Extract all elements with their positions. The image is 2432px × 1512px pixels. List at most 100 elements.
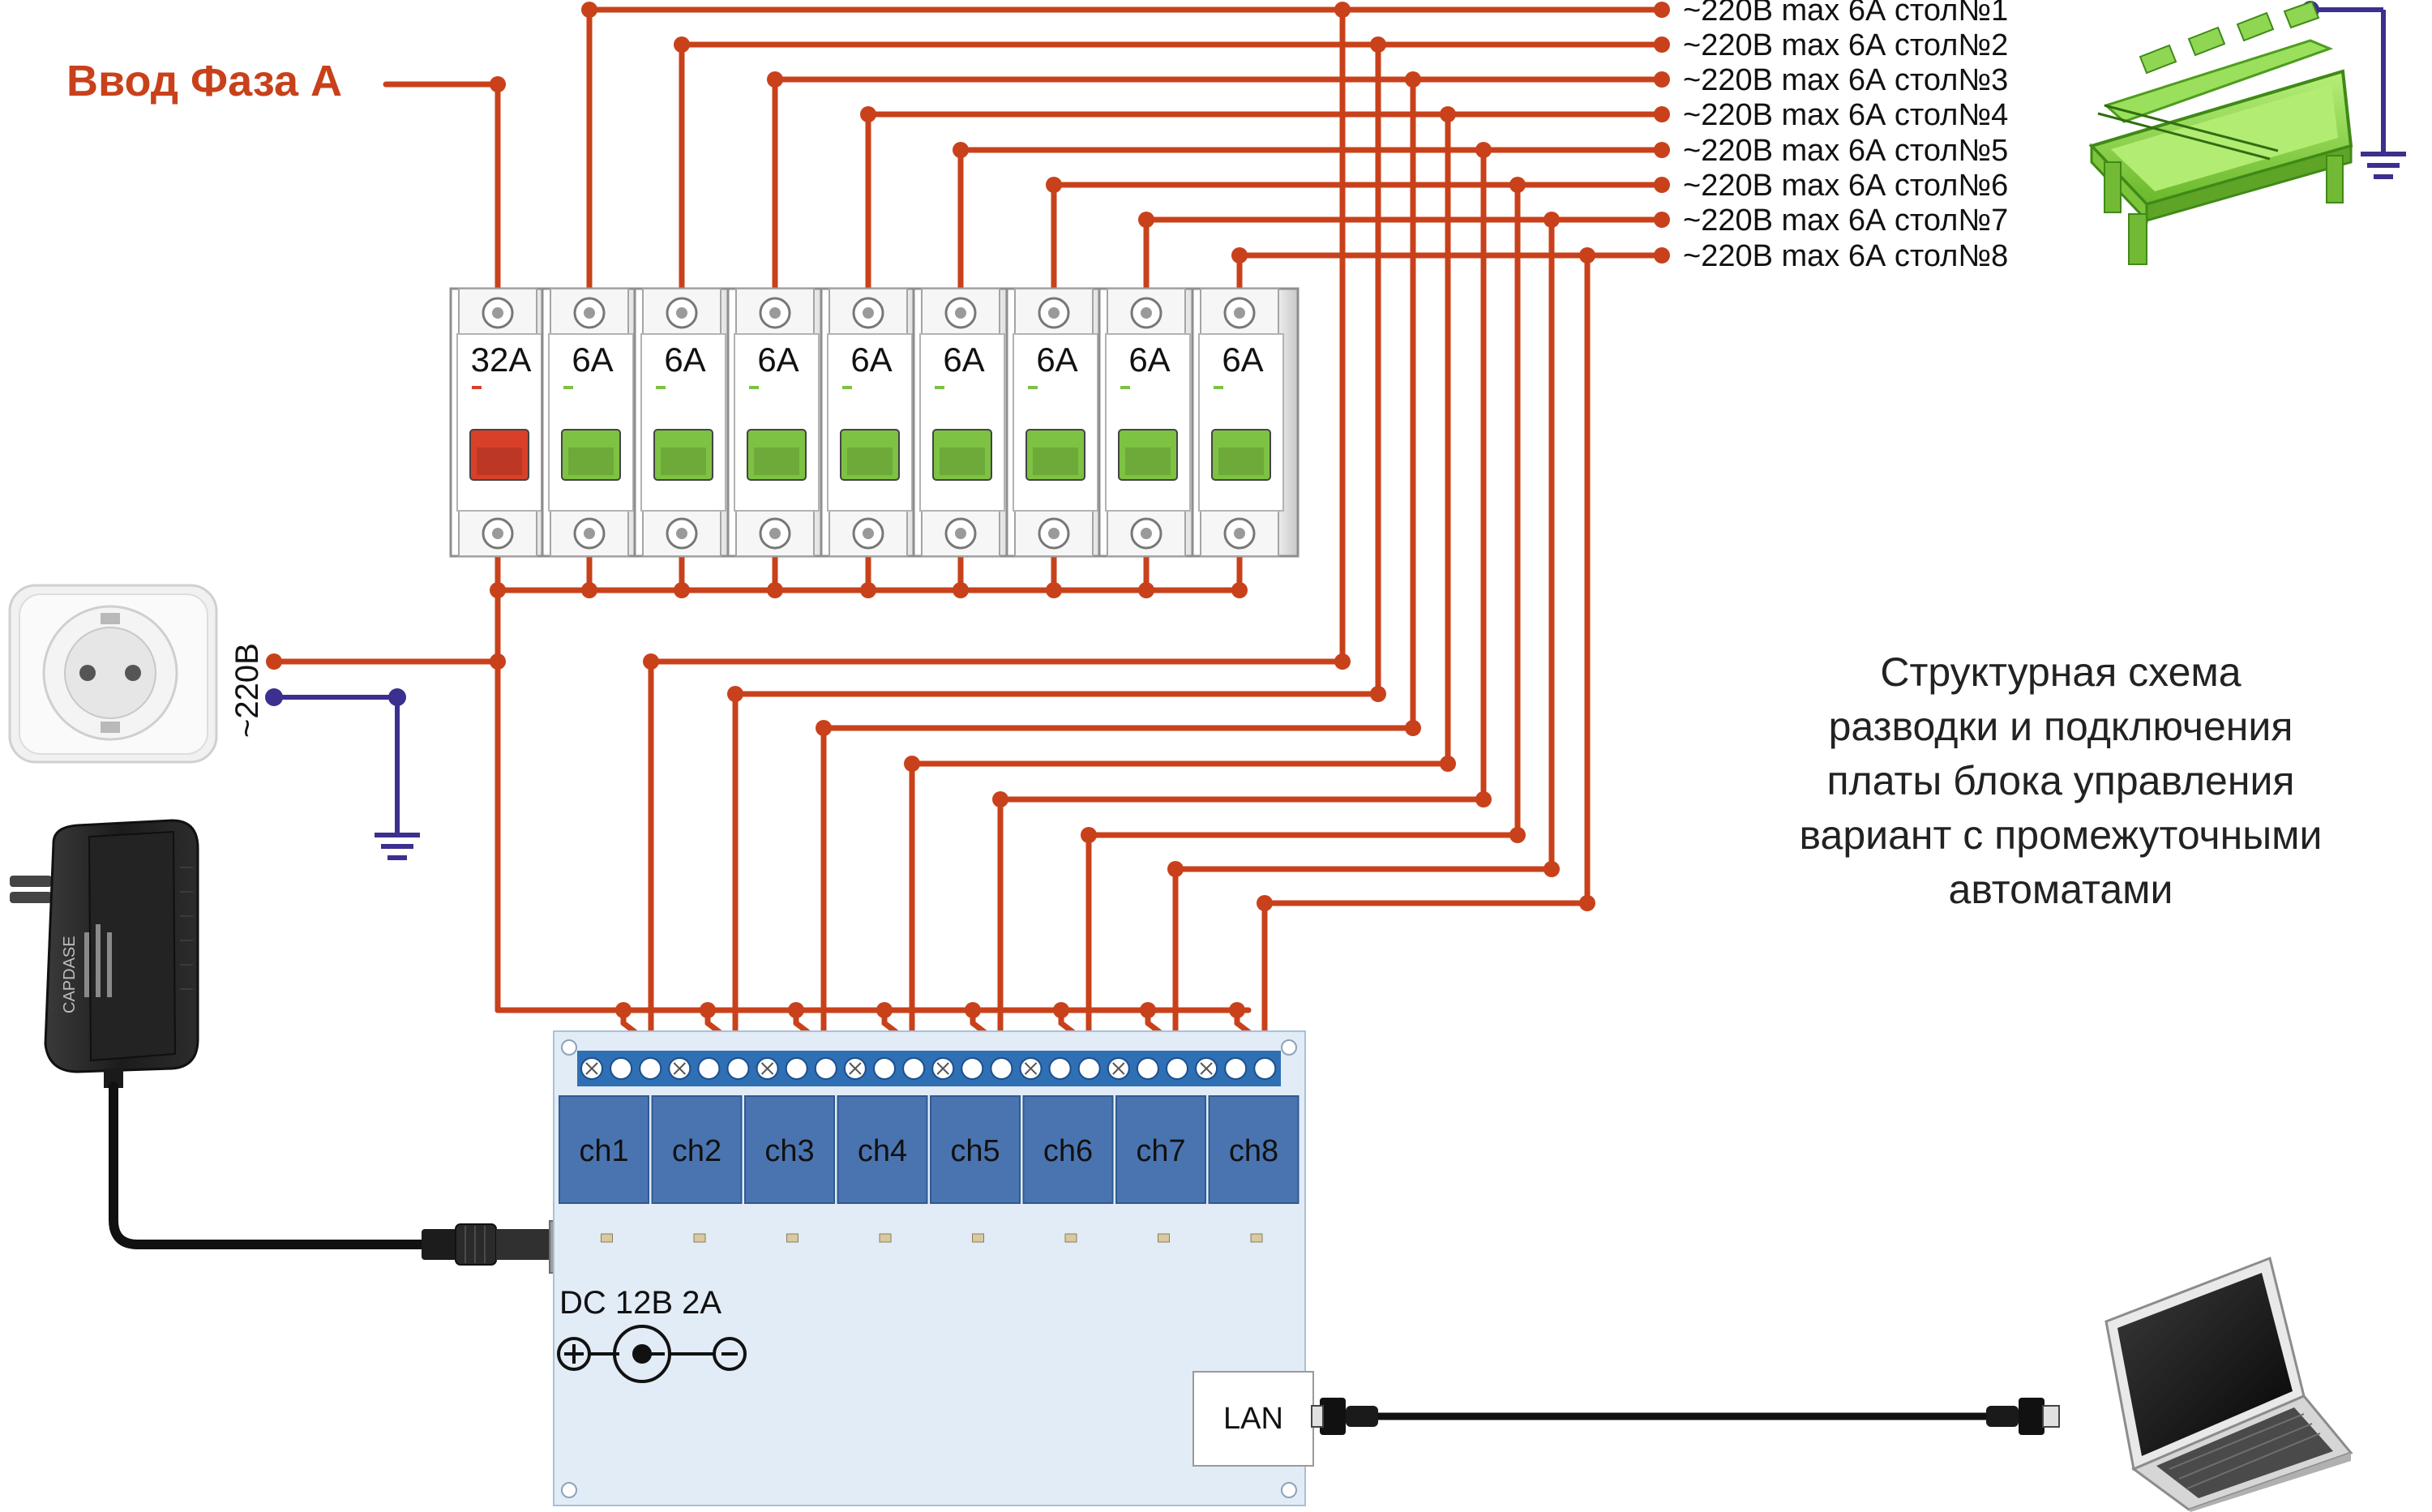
power-adapter-icon: CAPDASE xyxy=(10,819,199,1088)
channel-label: ch1 xyxy=(579,1134,628,1168)
wire-node xyxy=(1370,36,1386,53)
terminal-screw xyxy=(1048,1057,1072,1080)
breaker-toggle[interactable] xyxy=(840,429,900,481)
wire-node xyxy=(1544,861,1560,877)
output-label: ~220В max 6А стол№3 xyxy=(1683,63,2008,97)
neutral-node xyxy=(388,688,406,706)
lan-port[interactable]: LAN xyxy=(1192,1371,1314,1467)
relay-channel: ch1 xyxy=(559,1095,649,1243)
wire-node xyxy=(1046,177,1062,193)
wire-node xyxy=(1654,2,1670,18)
breaker-toggle-shade xyxy=(661,448,706,475)
wire-node xyxy=(1334,653,1351,670)
breaker-toggle[interactable] xyxy=(1118,429,1178,481)
breaker-indicator xyxy=(1028,386,1038,389)
terminal-screw xyxy=(610,1057,633,1080)
circuit-breaker[interactable]: 6A xyxy=(1191,287,1299,558)
breaker-toggle-shade xyxy=(1125,448,1171,475)
terminal-screw xyxy=(1253,1057,1277,1080)
caption-line: автоматами xyxy=(1949,867,2173,912)
screw-icon xyxy=(769,307,781,319)
adapter-brand-label: CAPDASE xyxy=(61,936,79,1013)
wire-node xyxy=(490,76,506,92)
output-label: ~220В max 6А стол№2 xyxy=(1683,28,2008,62)
status-led xyxy=(693,1233,706,1243)
circuit-breaker[interactable]: 6A xyxy=(912,287,1021,558)
wire-node xyxy=(1334,2,1351,18)
relay-block xyxy=(1022,1095,1114,1204)
breaker-rating: 6A xyxy=(664,341,705,379)
breaker-toggle[interactable] xyxy=(1211,429,1271,481)
breaker-toggle[interactable] xyxy=(561,429,621,481)
circuit-breaker[interactable]: 6A xyxy=(541,287,649,558)
terminal-screw xyxy=(1136,1057,1159,1080)
breaker-rating: 6A xyxy=(1036,341,1077,379)
terminal-screw xyxy=(1224,1057,1248,1080)
breaker-indicator xyxy=(749,386,759,389)
breaker-face xyxy=(734,333,820,512)
breaker-toggle[interactable] xyxy=(469,429,529,481)
output-label: ~220В max 6А стол№6 xyxy=(1683,169,2008,203)
circuit-breaker[interactable]: 32A xyxy=(449,287,558,558)
wire-node xyxy=(1654,71,1670,88)
breaker-toggle[interactable] xyxy=(653,429,713,481)
breaker-indicator xyxy=(472,386,482,389)
breaker-indicator xyxy=(935,386,944,389)
wire-node xyxy=(767,582,783,598)
screw-icon xyxy=(492,528,503,539)
circuit-breaker[interactable]: 6A xyxy=(820,287,928,558)
output-label: ~220В max 6А стол№1 xyxy=(1683,0,2008,28)
wire-node xyxy=(1138,582,1154,598)
circuit-breaker[interactable]: 6A xyxy=(633,287,742,558)
breaker-rating: 6A xyxy=(572,341,613,379)
terminal-screw xyxy=(1077,1057,1101,1080)
laptop-icon xyxy=(2104,1256,2353,1512)
mains-voltage-label: ~220В xyxy=(229,643,265,738)
screw-icon xyxy=(584,528,595,539)
circuit-breaker[interactable]: 6A xyxy=(1098,287,1206,558)
relay-channel: ch5 xyxy=(930,1095,1021,1243)
breaker-toggle[interactable] xyxy=(747,429,807,481)
lan-port-label: LAN xyxy=(1223,1402,1283,1436)
terminal-block xyxy=(580,1057,1277,1080)
output-label: ~220В max 6А стол№5 xyxy=(1683,134,2008,168)
channel-label: ch2 xyxy=(672,1134,721,1168)
terminal-screw xyxy=(990,1057,1013,1080)
breaker-rating: 6A xyxy=(1222,341,1263,379)
terminal-screw-slot xyxy=(849,1062,862,1075)
breaker-toggle-shade xyxy=(940,448,985,475)
status-led xyxy=(601,1233,613,1243)
wire-node xyxy=(1370,686,1386,702)
wire-node xyxy=(1654,106,1670,122)
breaker-toggle[interactable] xyxy=(932,429,992,481)
phase-wires xyxy=(266,2,1670,1043)
caption-line: разводки и подключения xyxy=(1829,704,2293,749)
breaker-rating: 32A xyxy=(471,341,532,379)
breaker-face xyxy=(1105,333,1191,512)
wire-node xyxy=(953,582,969,598)
terminal-screw xyxy=(873,1057,896,1080)
channel-label: ch6 xyxy=(1043,1134,1093,1168)
breaker-face xyxy=(827,333,913,512)
screw-icon xyxy=(863,528,874,539)
wire-node xyxy=(953,142,969,158)
screw-icon xyxy=(955,307,966,319)
wire-node xyxy=(1654,177,1670,193)
wire-node xyxy=(1509,177,1526,193)
relay-block xyxy=(837,1095,928,1204)
wire-node xyxy=(1405,71,1421,88)
screw-icon xyxy=(863,307,874,319)
channel-label: ch7 xyxy=(1136,1134,1185,1168)
terminal-screw xyxy=(902,1057,926,1080)
circuit-breaker[interactable]: 6A xyxy=(1005,287,1114,558)
breaker-toggle[interactable] xyxy=(1025,429,1085,481)
breaker-toggle-shade xyxy=(568,448,614,475)
caption-line: вариант с промежуточными xyxy=(1800,812,2323,858)
breaker-face xyxy=(919,333,1005,512)
circuit-breaker[interactable]: 6A xyxy=(726,287,835,558)
input-phase-label: Ввод Фаза А xyxy=(66,57,342,105)
breaker-face xyxy=(640,333,726,512)
breaker-rating: 6A xyxy=(943,341,984,379)
ground-icon xyxy=(2310,7,2406,179)
